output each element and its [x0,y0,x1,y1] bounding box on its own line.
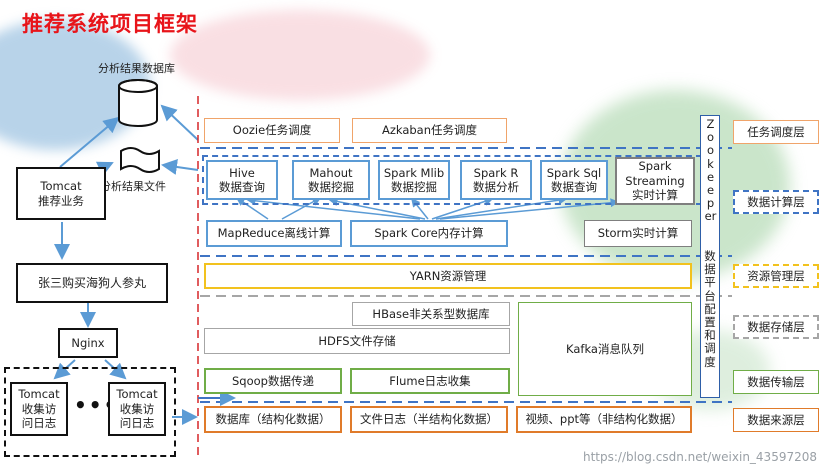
layer-label-resource: 资源管理层 [733,264,819,288]
spark-r-box: Spark R 数据分析 [460,160,532,200]
database-label: 分析结果数据库 [98,62,175,75]
hbase-box: HBase非关系型数据库 [352,302,510,326]
layer-label-source: 数据来源层 [733,408,819,432]
oozie-box: Oozie任务调度 [204,118,340,143]
flume-box: Flume日志收集 [350,368,510,394]
storm-box: Storm实时计算 [584,220,692,247]
layer-label-storage: 数据存储层 [733,315,819,339]
layer-label-transfer: 数据传输层 [733,370,819,394]
hdfs-box: HDFS文件存储 [204,328,510,354]
zookeeper-name: Zookeeper [704,117,717,224]
source-media-box: 视频、ppt等（非结构化数据） [516,406,692,433]
tomcat-log-box-1: Tomcat 收集访 问日志 [10,382,68,436]
mapreduce-box: MapReduce离线计算 [206,220,342,247]
tomcat-recommend-box: Tomcat 推荐业务 [16,167,106,220]
log-collection-group [4,367,176,457]
spark-core-box: Spark Core内存计算 [350,220,508,247]
layer-label-compute: 数据计算层 [733,190,819,214]
user-action-box: 张三购买海狗人参丸 [16,263,168,303]
watermark: https://blog.csdn.net/weixin_43597208 [582,450,817,464]
spark-mlib-box: Spark Mlib 数据挖掘 [378,160,450,200]
layer-label-task: 任务调度层 [733,120,819,144]
zookeeper-box [700,115,720,398]
nginx-box: Nginx [58,328,118,358]
zookeeper-desc: 数据平台配置和调度 [704,249,716,369]
sqoop-box: Sqoop数据传递 [204,368,342,394]
background-blob-red [170,10,430,100]
database-icon [118,79,158,127]
file-label: 分析结果文件 [100,180,166,193]
spark-sql-box: Spark Sql 数据查询 [540,160,608,200]
tomcat-log-box-2: Tomcat 收集访 问日志 [108,382,166,436]
spark-streaming-box: Spark Streaming 实时计算 [615,157,695,205]
hive-box: Hive 数据查询 [206,160,278,200]
page-title: 推荐系统项目框架 [22,12,198,36]
mahout-box: Mahout 数据挖掘 [292,160,370,200]
file-icon [120,147,160,173]
kafka-box: Kafka消息队列 [518,302,692,396]
source-logs-box: 文件日志（半结构化数据） [350,406,508,433]
source-db-box: 数据库（结构化数据） [204,406,342,433]
yarn-box: YARN资源管理 [204,263,692,289]
azkaban-box: Azkaban任务调度 [352,118,507,143]
